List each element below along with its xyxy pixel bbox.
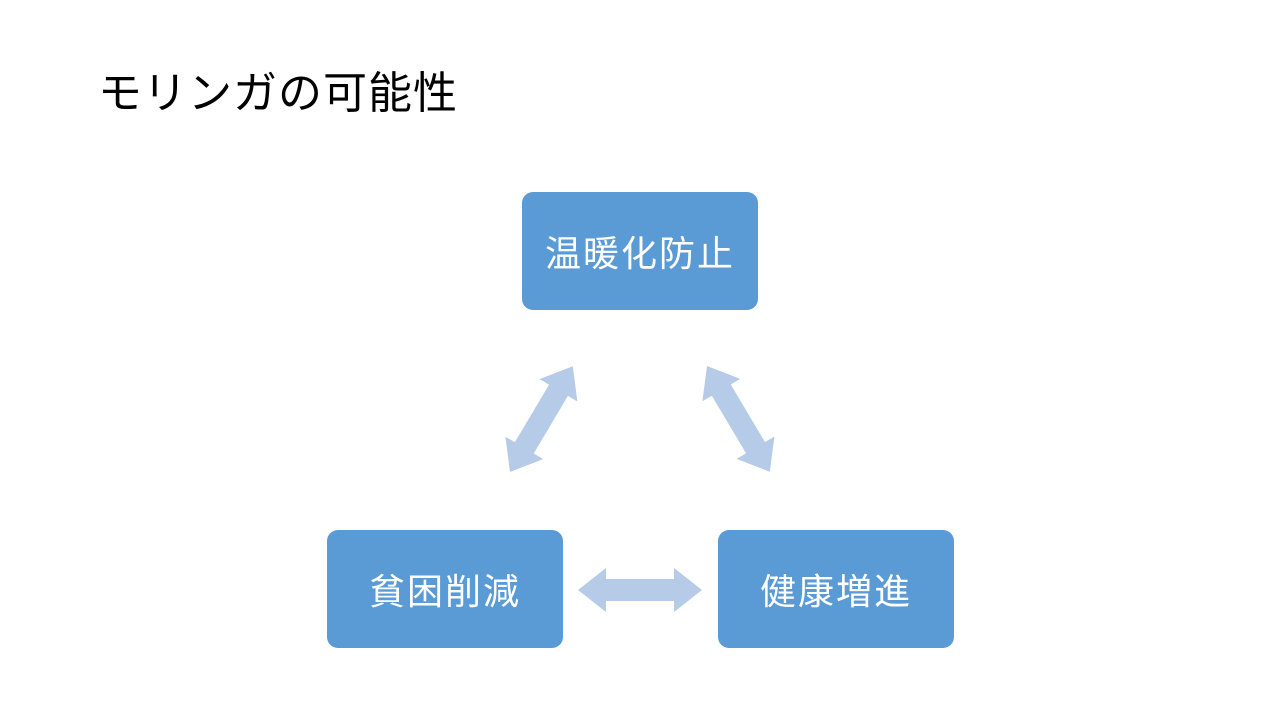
arrow-bottomleft-top-icon: [505, 366, 578, 472]
diagram-node-bottom-left-label: 貧困削減: [368, 571, 521, 612]
diagram-node-bottom-right-label: 健康増進: [759, 571, 912, 612]
diagram-node-top-label: 温暖化防止: [544, 233, 735, 274]
arrow-top-bottomright-icon: [702, 366, 775, 472]
diagram-node-top: 温暖化防止: [522, 192, 758, 310]
slide-title: モリンガの可能性: [98, 69, 458, 118]
diagram-node-bottom-right: 健康増進: [718, 530, 954, 648]
diagram-node-bottom-left: 貧困削減: [327, 530, 563, 648]
arrow-bottomleft-bottomright-icon: [578, 568, 702, 612]
